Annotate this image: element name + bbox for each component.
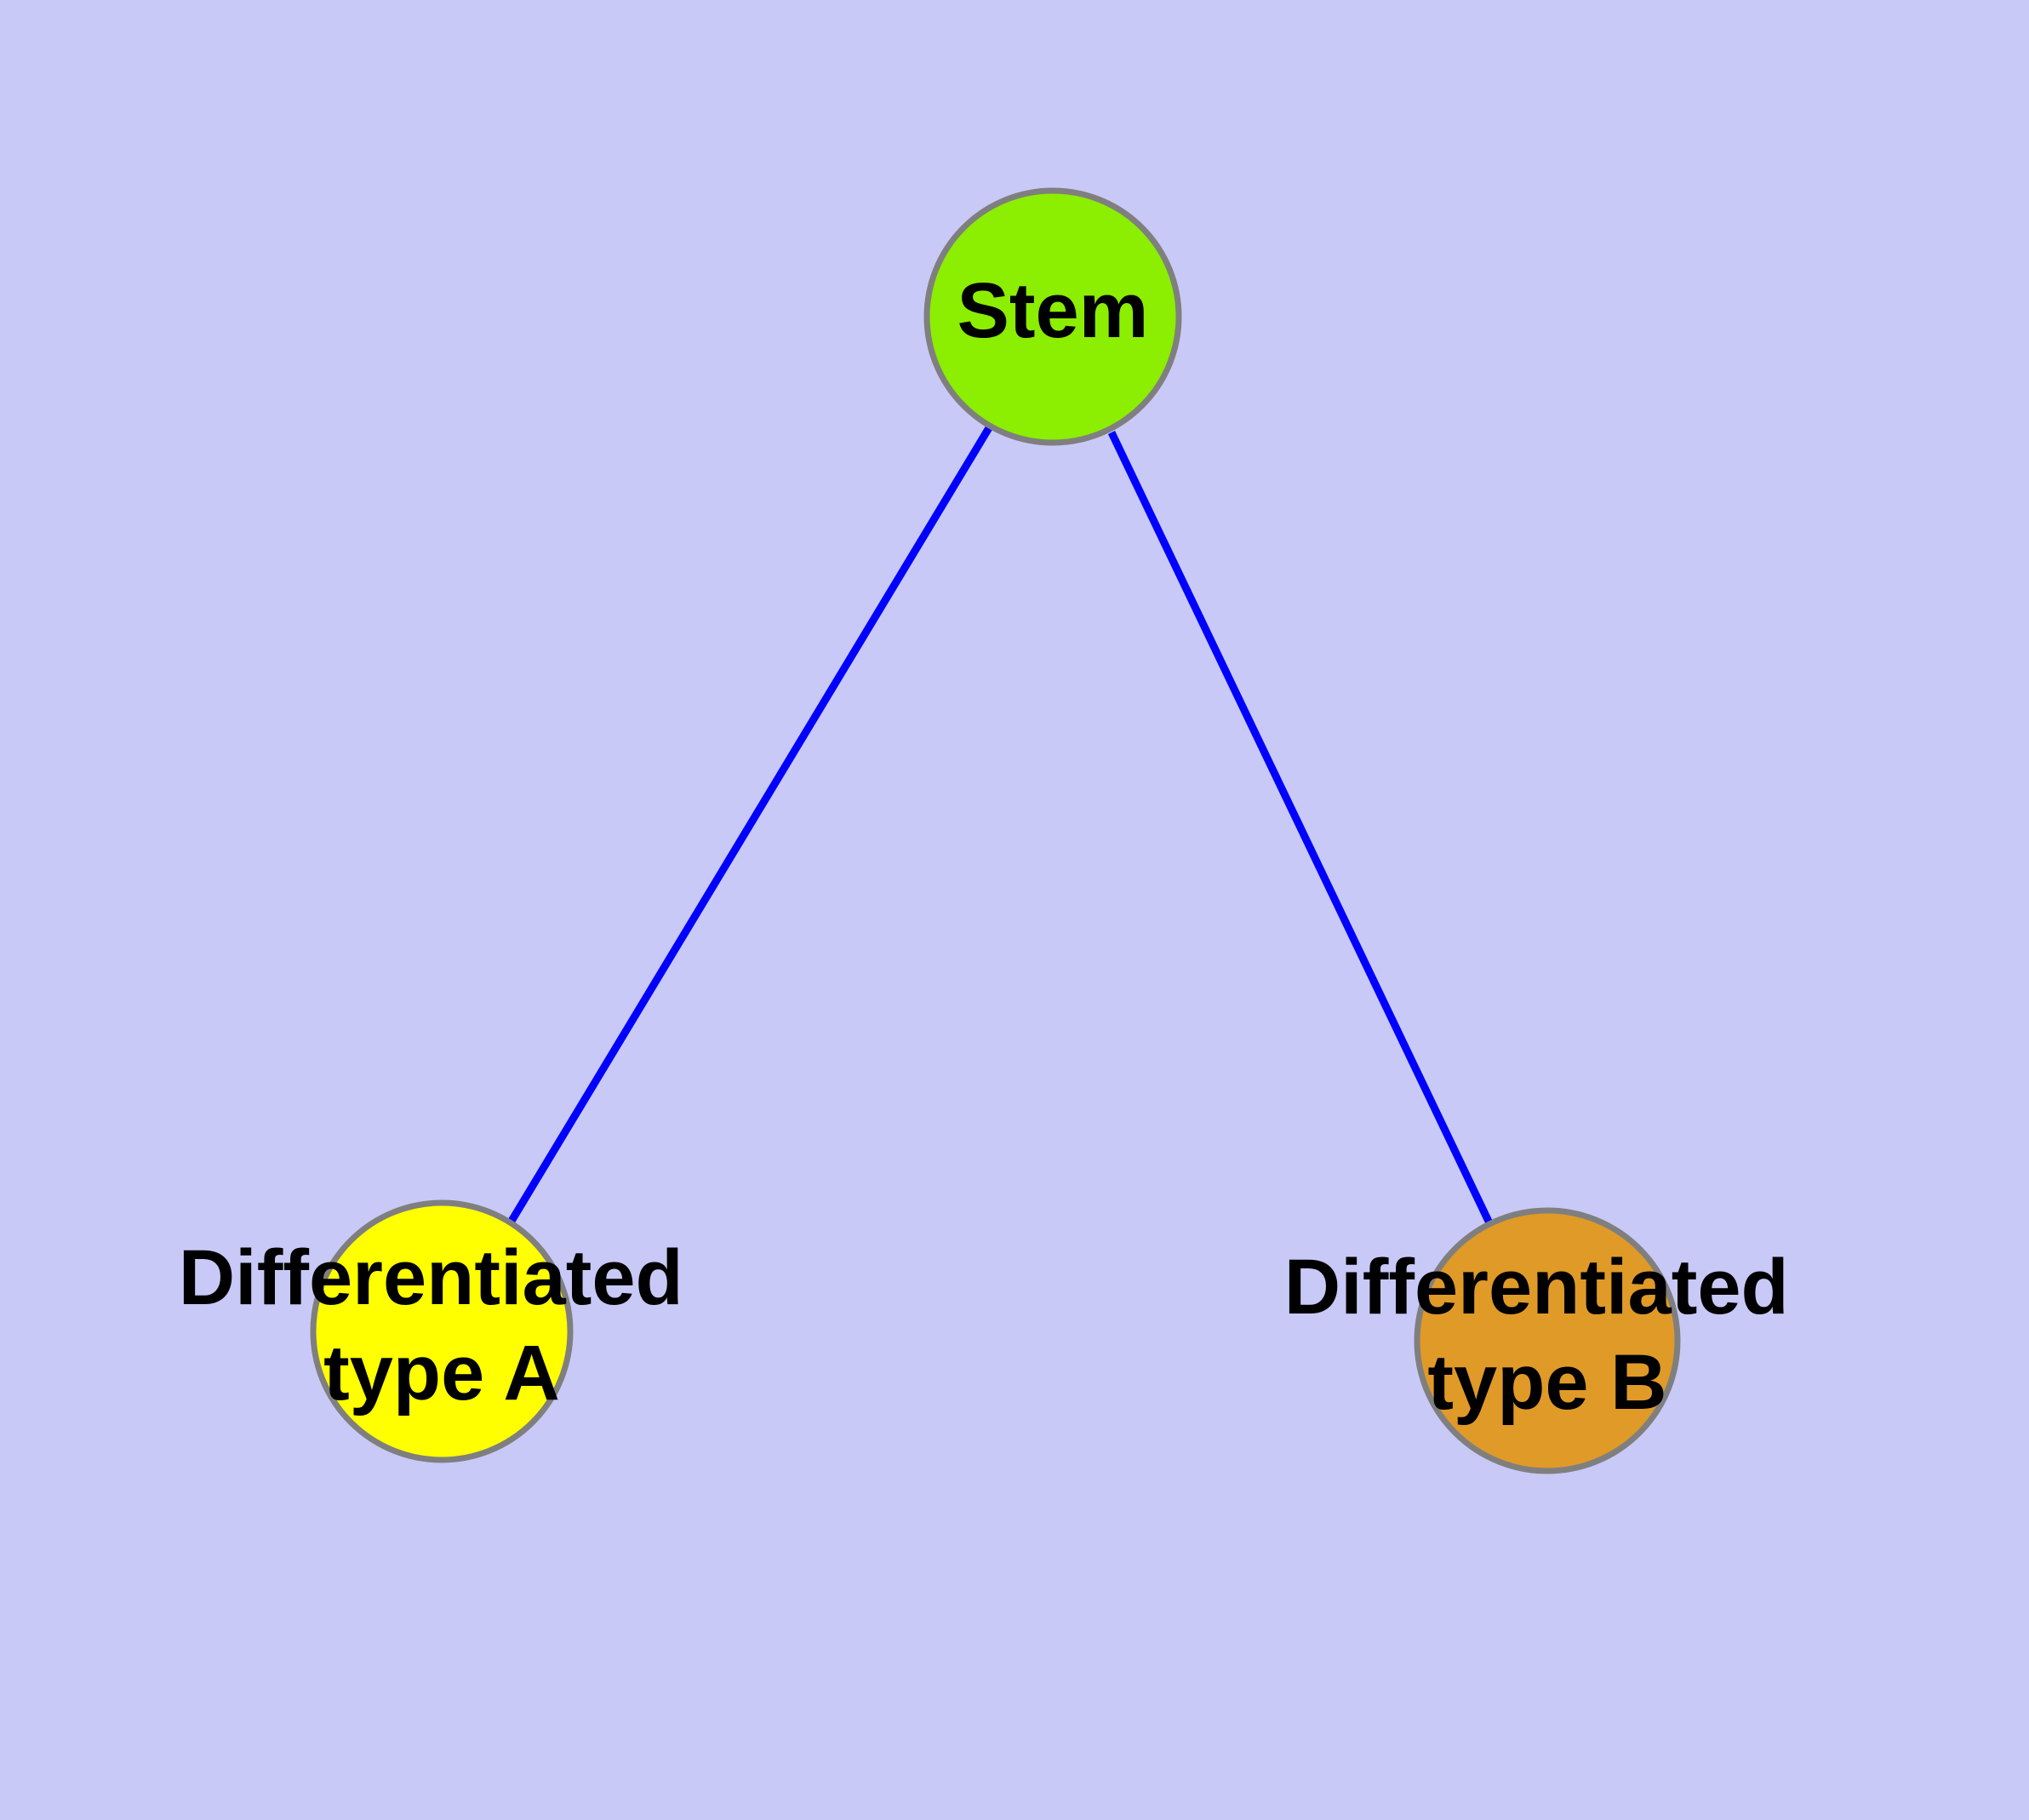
node-differentiated-type-a-label-line-2: type A — [323, 1330, 560, 1417]
edges-layer — [507, 424, 1496, 1230]
node-stem[interactable]: Stem — [923, 187, 1182, 446]
node-differentiated-type-b-circle[interactable] — [1414, 1207, 1681, 1474]
node-differentiated-type-b-label-line-1: Differentiated — [1284, 1244, 1789, 1331]
node-differentiated-type-a-label-line-1: Differentiated — [179, 1234, 683, 1321]
node-differentiated-type-a-circle[interactable] — [310, 1199, 574, 1463]
node-differentiated-type-b-label-line-2: type B — [1427, 1339, 1666, 1426]
node-stem-label-line-1: Stem — [957, 267, 1149, 354]
node-differentiated-type-b[interactable]: Differentiated type B — [1284, 1207, 1811, 1474]
node-stem-circle[interactable] — [923, 187, 1182, 446]
node-differentiated-type-a-label: Differentiated type A — [179, 1234, 706, 1417]
nodes-layer: Stem Differentiated type A Differentiate… — [179, 187, 1811, 1474]
node-stem-label: Stem — [957, 267, 1149, 354]
node-differentiated-type-b-label: Differentiated type B — [1284, 1244, 1811, 1426]
edge-stem-to-differentiated-type-a[interactable] — [507, 424, 993, 1225]
edge-stem-to-differentiated-type-b[interactable] — [1107, 431, 1496, 1230]
node-differentiated-type-a[interactable]: Differentiated type A — [179, 1199, 706, 1463]
